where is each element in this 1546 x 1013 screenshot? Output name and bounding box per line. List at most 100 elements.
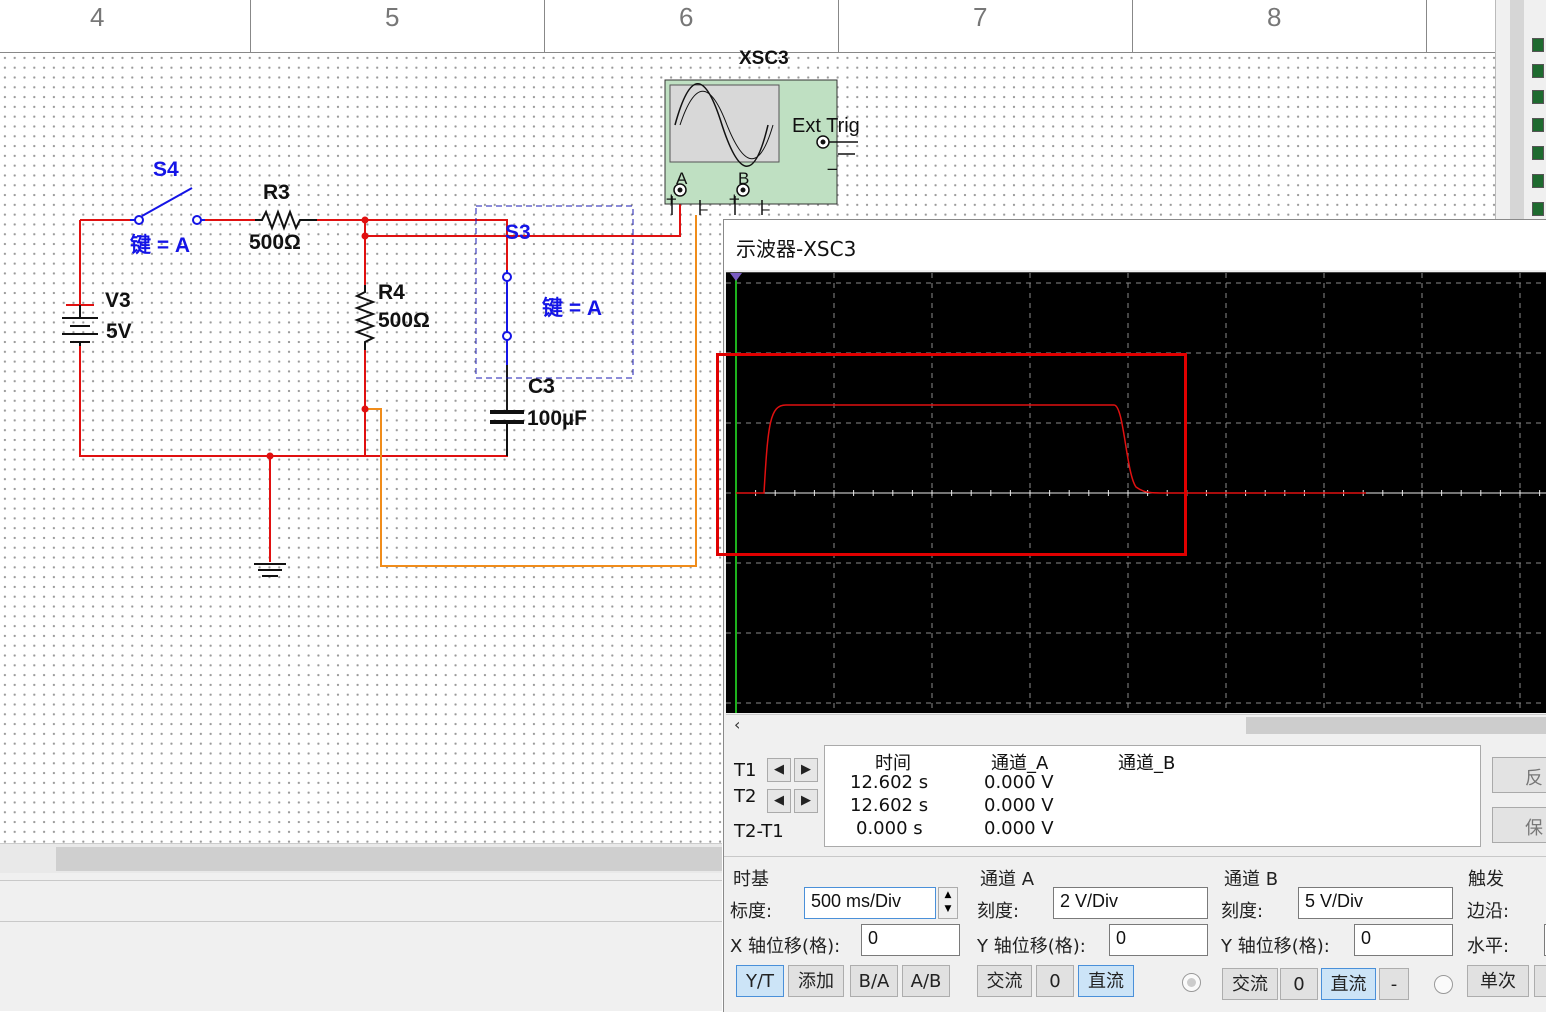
- t2-right-arrow-button[interactable]: ▶: [794, 789, 818, 813]
- t1-right-arrow-button[interactable]: ▶: [794, 758, 818, 782]
- channel-b-radio[interactable]: [1434, 975, 1453, 994]
- header-time: 时间: [875, 753, 911, 774]
- terminal-a-minus: _: [700, 193, 708, 211]
- switch-s3-key: 键 = A: [542, 297, 603, 320]
- header-channel-b: 通道_B: [1118, 753, 1176, 774]
- display-scrollbar[interactable]: ‹: [726, 714, 1546, 737]
- switch-contact: [134, 215, 144, 225]
- capacitor-c3-value: 100µF: [527, 407, 587, 430]
- delta-time-value: 0.000 s: [856, 818, 923, 839]
- channel-a-dc-button[interactable]: 直流: [1078, 965, 1134, 997]
- terminal-b-minus: _: [762, 193, 770, 211]
- ruler-column-label: 6: [679, 2, 694, 32]
- instrument-icon[interactable]: [1532, 146, 1544, 160]
- t2-left-arrow-button[interactable]: ◀: [767, 789, 791, 813]
- oscilloscope-window: 示波器-XSC3 ‹ T1 T2 T2-T1 ◀ ▶ ◀ ▶: [723, 219, 1546, 1012]
- channel-a-zero-button[interactable]: 0: [1036, 965, 1074, 997]
- save-button[interactable]: 保: [1492, 807, 1546, 843]
- switch-s3-selection-box: [475, 205, 634, 379]
- instrument-icon[interactable]: [1532, 202, 1544, 216]
- yt-mode-button[interactable]: Y/T: [736, 965, 784, 997]
- oscilloscope-window-titlebar[interactable]: 示波器-XSC3: [724, 220, 1546, 270]
- sine-wave-icon: [679, 91, 774, 159]
- t2-t1-label: T2-T1: [734, 821, 784, 842]
- terminal-center: [820, 139, 826, 145]
- ruler-column-label: 8: [1267, 2, 1282, 32]
- channel-b-ypos-field[interactable]: 0: [1354, 924, 1453, 956]
- ab-mode-button[interactable]: A/B: [902, 965, 950, 997]
- channel-a-ac-button[interactable]: 交流: [977, 965, 1032, 997]
- channel-b-invert-button[interactable]: -: [1379, 968, 1409, 1000]
- switch-blade: [141, 187, 193, 217]
- switch-contact: [502, 331, 512, 341]
- workspace-bottom-panel: [0, 873, 722, 1011]
- instrument-icon[interactable]: [1532, 118, 1544, 132]
- window-title: 示波器-XSC3: [736, 237, 857, 261]
- ruler-column-label: 5: [385, 2, 400, 32]
- switch-s3-label: S3: [505, 221, 531, 244]
- t1-left-arrow-button[interactable]: ◀: [767, 758, 791, 782]
- switch-s4-key: 键 = A: [130, 234, 191, 257]
- instrument-icon[interactable]: [1532, 38, 1544, 52]
- timebase-scale-label: 标度:: [730, 901, 773, 922]
- scrollbar-thumb[interactable]: [56, 847, 722, 871]
- reverse-button[interactable]: 反: [1492, 757, 1546, 793]
- trigger-edge-label: 边沿:: [1467, 901, 1510, 922]
- resistor-r3-value: 500Ω: [249, 231, 301, 254]
- switch-contact: [502, 272, 512, 282]
- t1-channel-a-value: 0.000 V: [984, 772, 1054, 793]
- resistor-r3-body: [255, 209, 317, 231]
- switch-contact: [192, 215, 202, 225]
- trigger-single-button[interactable]: 单次: [1467, 965, 1529, 997]
- header-channel-a: 通道_A: [991, 753, 1049, 774]
- t2-time-value: 12.602 s: [850, 795, 929, 816]
- scroll-left-icon[interactable]: ‹: [734, 715, 741, 734]
- instrument-icon[interactable]: [1532, 90, 1544, 104]
- junction-dot: [361, 232, 369, 240]
- terminal-center: [740, 187, 746, 193]
- trigger-normal-button[interactable]: [1534, 965, 1546, 997]
- junction-dot: [361, 216, 369, 224]
- channel-a-scale-label: 刻度:: [977, 901, 1020, 922]
- toolbar-scrollbar[interactable]: [1510, 0, 1524, 220]
- ruler-divider: [838, 0, 839, 52]
- t1-time-value: 12.602 s: [850, 772, 929, 793]
- oscilloscope-symbol-label: XSC3: [739, 48, 789, 69]
- source-v3-value: 5V: [106, 320, 132, 343]
- channel-b-zero-button[interactable]: 0: [1280, 968, 1318, 1000]
- timebase-scale-field[interactable]: 500 ms/Div: [804, 887, 936, 919]
- channel-b-scale-field[interactable]: 5 V/Div: [1298, 887, 1453, 919]
- switch-s4-label: S4: [153, 158, 179, 181]
- timebase-xpos-label: X 轴位移(格):: [730, 936, 841, 957]
- terminal-center: [677, 187, 683, 193]
- source-v3-label: V3: [105, 289, 131, 312]
- wire: [317, 219, 508, 270]
- display-scrollbar-thumb[interactable]: [1246, 717, 1546, 734]
- channel-a-ypos-field[interactable]: 0: [1109, 924, 1208, 956]
- readout-table: 时间 通道_A 通道_B 12.602 s 0.000 V 12.602 s 0…: [824, 745, 1481, 847]
- instrument-icon[interactable]: [1532, 174, 1544, 188]
- ruler-column-label: 4: [90, 2, 105, 32]
- t2-channel-a-value: 0.000 V: [984, 795, 1054, 816]
- channel-a-trace: [736, 404, 1366, 494]
- instrument-icon[interactable]: [1532, 64, 1544, 78]
- resistor-r4-value: 500Ω: [378, 309, 430, 332]
- divider: [0, 880, 722, 881]
- timebase-xpos-field[interactable]: 0: [861, 924, 960, 956]
- channel-a-scale-field[interactable]: 2 V/Div: [1053, 887, 1208, 919]
- channel-b-dc-button[interactable]: 直流: [1321, 968, 1376, 1000]
- terminal-b-label: B: [738, 169, 750, 188]
- channel-b-ac-button[interactable]: 交流: [1222, 968, 1278, 1000]
- ba-mode-button[interactable]: B/A: [850, 965, 898, 997]
- cursor-readout-panel: T1 T2 T2-T1 ◀ ▶ ◀ ▶ 时间 通道_A 通道_B 12.602 …: [724, 740, 1546, 850]
- channel-b-group-title: 通道 B: [1224, 869, 1279, 890]
- workspace-horizontal-scrollbar[interactable]: [0, 843, 722, 874]
- instruments-toolbar: [1495, 0, 1546, 220]
- add-mode-button[interactable]: 添加: [788, 965, 844, 997]
- t2-label: T2: [734, 786, 757, 807]
- ruler-divider: [250, 0, 251, 52]
- channel-a-radio[interactable]: [1182, 973, 1201, 992]
- timebase-spinner[interactable]: ▲▼: [938, 887, 958, 919]
- trigger-level-field[interactable]: [1544, 924, 1546, 956]
